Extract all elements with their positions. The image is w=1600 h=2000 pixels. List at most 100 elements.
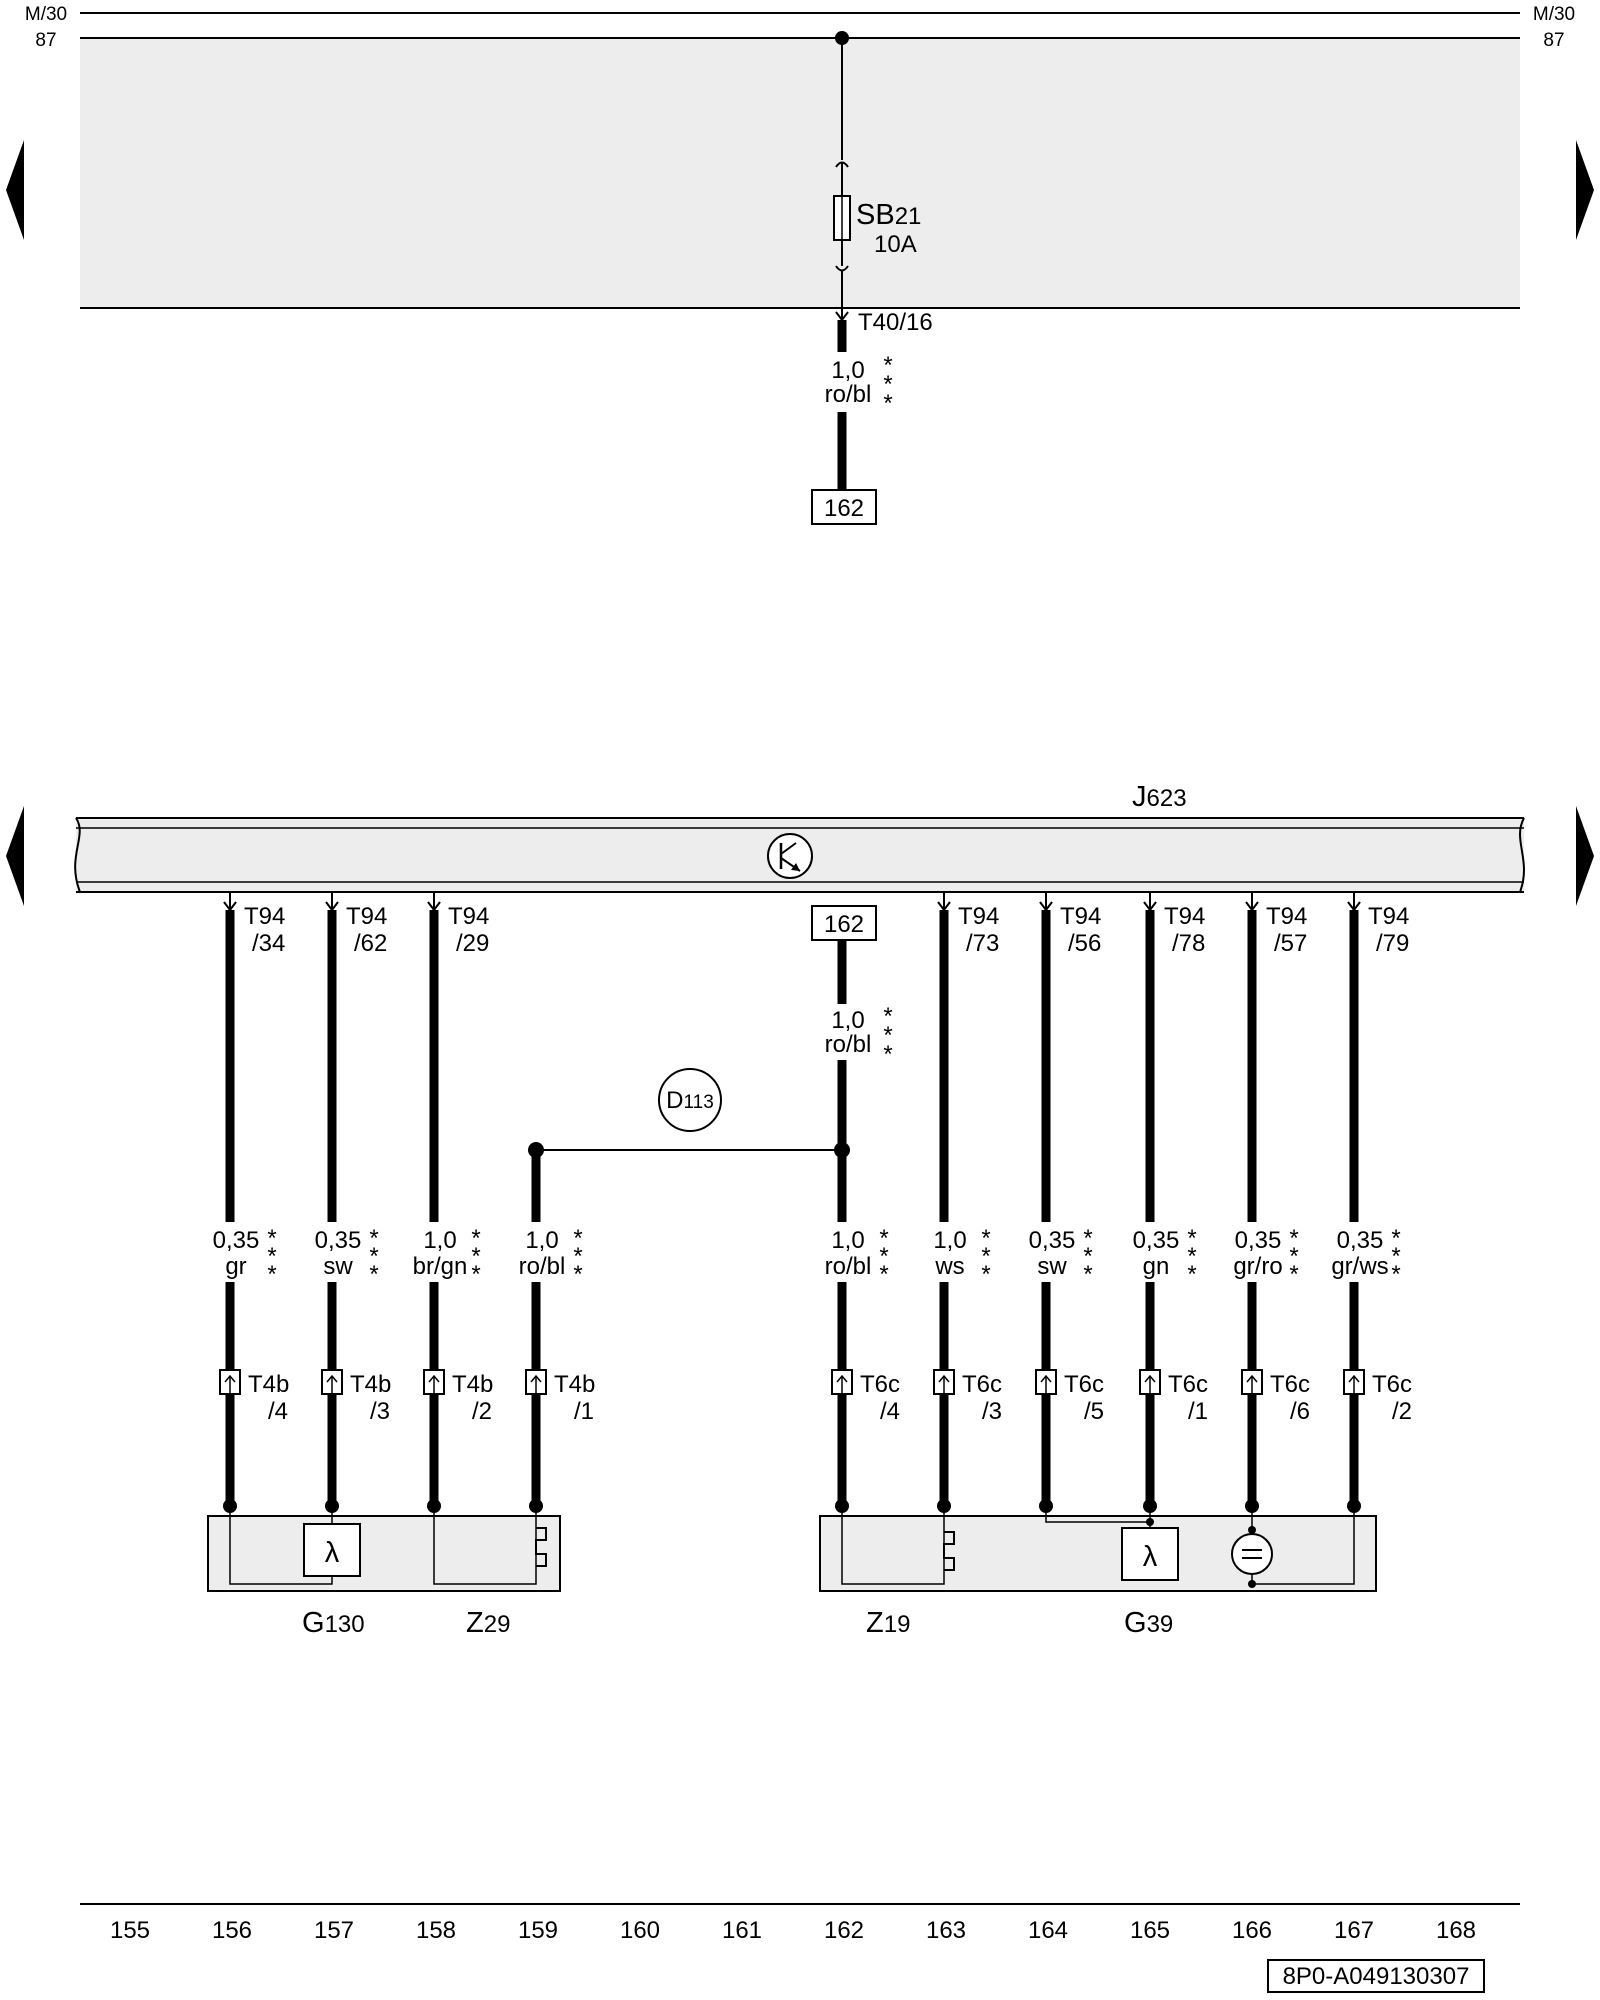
- wire-asterisk: *: [1391, 1261, 1400, 1288]
- wire-size-label: 1,0: [933, 1227, 966, 1254]
- connector-label: T4b: [554, 1371, 595, 1398]
- connector-pin-number: /6: [1290, 1398, 1310, 1425]
- connector-label: T4b: [452, 1371, 493, 1398]
- wire-asterisk: *: [267, 1261, 276, 1288]
- ecu-j623-left-break: [74, 817, 81, 893]
- rail-label-left-m30: M/30: [25, 4, 67, 25]
- wire-size-label: 1,0: [525, 1227, 558, 1254]
- wire-4: 1,0ro/bl***T4b/1: [519, 1150, 595, 1513]
- g39-junction-dot: [1146, 1518, 1154, 1526]
- heater-z29-icon: [535, 1527, 547, 1567]
- connector-label: T4b: [248, 1371, 289, 1398]
- component-label-g130: G130: [302, 1607, 365, 1639]
- ecu-pin-number: /29: [456, 930, 489, 957]
- feed-wire-asterisk: *: [883, 1003, 892, 1030]
- scale-number: 162: [824, 1917, 864, 1944]
- g39-internal-wiring-upper: [1045, 1506, 1150, 1523]
- ecu-pin-number: /56: [1068, 930, 1101, 957]
- lambda-sensor-g39-icon: [1121, 1527, 1179, 1581]
- transistor-icon: [767, 833, 813, 879]
- fuse-panel-background: [80, 38, 1520, 308]
- top-wire-size: 1,0: [831, 357, 864, 384]
- wire-size-label: 0,35: [1235, 1227, 1282, 1254]
- wire-asterisk: *: [573, 1243, 582, 1270]
- ecu-pin-label: T94: [346, 903, 387, 930]
- top-wire-color: ro/bl: [825, 381, 872, 408]
- ecu-pin-label: T94: [1164, 903, 1205, 930]
- wire-color-label: ro/bl: [825, 1253, 872, 1280]
- ecu-pin-label: T94: [1266, 903, 1307, 930]
- connector-pin-number: /4: [268, 1398, 288, 1425]
- ecu-pin-label: T94: [244, 903, 285, 930]
- wire-asterisk: *: [1289, 1243, 1298, 1270]
- ecu-pin-label: T94: [1060, 903, 1101, 930]
- scale-number: 161: [722, 1917, 762, 1944]
- component-box-z19-g39: [819, 1515, 1377, 1592]
- connector-pin-number: /3: [982, 1398, 1002, 1425]
- nav-arrow-right-bottom[interactable]: [1576, 806, 1594, 906]
- connector-pin-number: /1: [1188, 1398, 1208, 1425]
- connector-pin-number: /5: [1084, 1398, 1104, 1425]
- top-wire-asterisks: *: [883, 390, 892, 417]
- component-label-z19: Z19: [866, 1607, 910, 1639]
- wire-asterisk: *: [573, 1261, 582, 1288]
- wire-asterisk: *: [1391, 1243, 1400, 1270]
- feed-wire-asterisk: *: [883, 1041, 892, 1068]
- nav-arrow-left-top[interactable]: [6, 140, 24, 240]
- connector-label: T6c: [1064, 1371, 1104, 1398]
- wire-color-label: gr: [225, 1253, 246, 1280]
- rail-label-right-m30: M/30: [1533, 4, 1575, 25]
- connector-label: T4b: [350, 1371, 391, 1398]
- transistor-icon-collector: [780, 842, 797, 855]
- wire-asterisk: *: [573, 1225, 582, 1252]
- wire-asterisk: *: [981, 1225, 990, 1252]
- ecu-label: J623: [1132, 781, 1187, 813]
- wire-asterisk: *: [1187, 1261, 1196, 1288]
- connector-t40-16-label: T40/16: [858, 309, 933, 336]
- wire-5: 1,0ro/bl***T6c/4: [825, 1150, 900, 1513]
- nav-arrow-left-bottom[interactable]: [6, 806, 24, 906]
- scale-number: 163: [926, 1917, 966, 1944]
- rail-label-left-87: 87: [35, 30, 56, 51]
- nav-arrow-right-top[interactable]: [1576, 140, 1594, 240]
- wire-asterisk: *: [267, 1243, 276, 1270]
- scale-number: 157: [314, 1917, 354, 1944]
- rail-label-right-87: 87: [1543, 30, 1564, 51]
- wire-size-label: 0,35: [213, 1227, 260, 1254]
- wire-size-label: 1,0: [831, 1227, 864, 1254]
- fuse-label: SB21: [856, 199, 921, 231]
- connector-pin-number: /3: [370, 1398, 390, 1425]
- connector-pin-number: /2: [472, 1398, 492, 1425]
- wire-size-label: 0,35: [315, 1227, 362, 1254]
- scale-number: 164: [1028, 1917, 1068, 1944]
- wire-size-label: 0,35: [1337, 1227, 1384, 1254]
- wire-asterisk: *: [1083, 1243, 1092, 1270]
- lambda-symbol-g130: λ: [325, 1537, 340, 1569]
- scale-number: 168: [1436, 1917, 1476, 1944]
- wire-color-label: sw: [323, 1253, 353, 1280]
- wire-asterisk: *: [1289, 1225, 1298, 1252]
- component-label-g39: G39: [1124, 1607, 1173, 1639]
- fuse-top-contact: [835, 161, 849, 168]
- wire-asterisk: *: [879, 1243, 888, 1270]
- connector-pin-number: /4: [880, 1398, 900, 1425]
- g39-cell-icon: [1231, 1533, 1273, 1575]
- connector-label: T6c: [1372, 1371, 1412, 1398]
- component-box-g130-z29: [207, 1515, 561, 1592]
- wire-asterisk: *: [1083, 1261, 1092, 1288]
- wire-group: T94/340,35gr***T4b/4T94/620,35sw***T4b/3…: [213, 892, 1412, 1513]
- lambda-sensor-g130-icon: [303, 1523, 361, 1577]
- ecu-pin-number: /34: [252, 930, 285, 957]
- ref-box-162-top[interactable]: [811, 489, 877, 525]
- wire-asterisk: *: [1289, 1261, 1298, 1288]
- wire-color-label: gr/ro: [1233, 1253, 1282, 1280]
- wire-size-label: 0,35: [1029, 1227, 1076, 1254]
- wire-color-label: br/gn: [413, 1253, 468, 1280]
- doc-id-box: [1267, 1959, 1485, 1993]
- wire-asterisk: *: [471, 1225, 480, 1252]
- wire-asterisk: *: [471, 1261, 480, 1288]
- wire-asterisk: *: [471, 1243, 480, 1270]
